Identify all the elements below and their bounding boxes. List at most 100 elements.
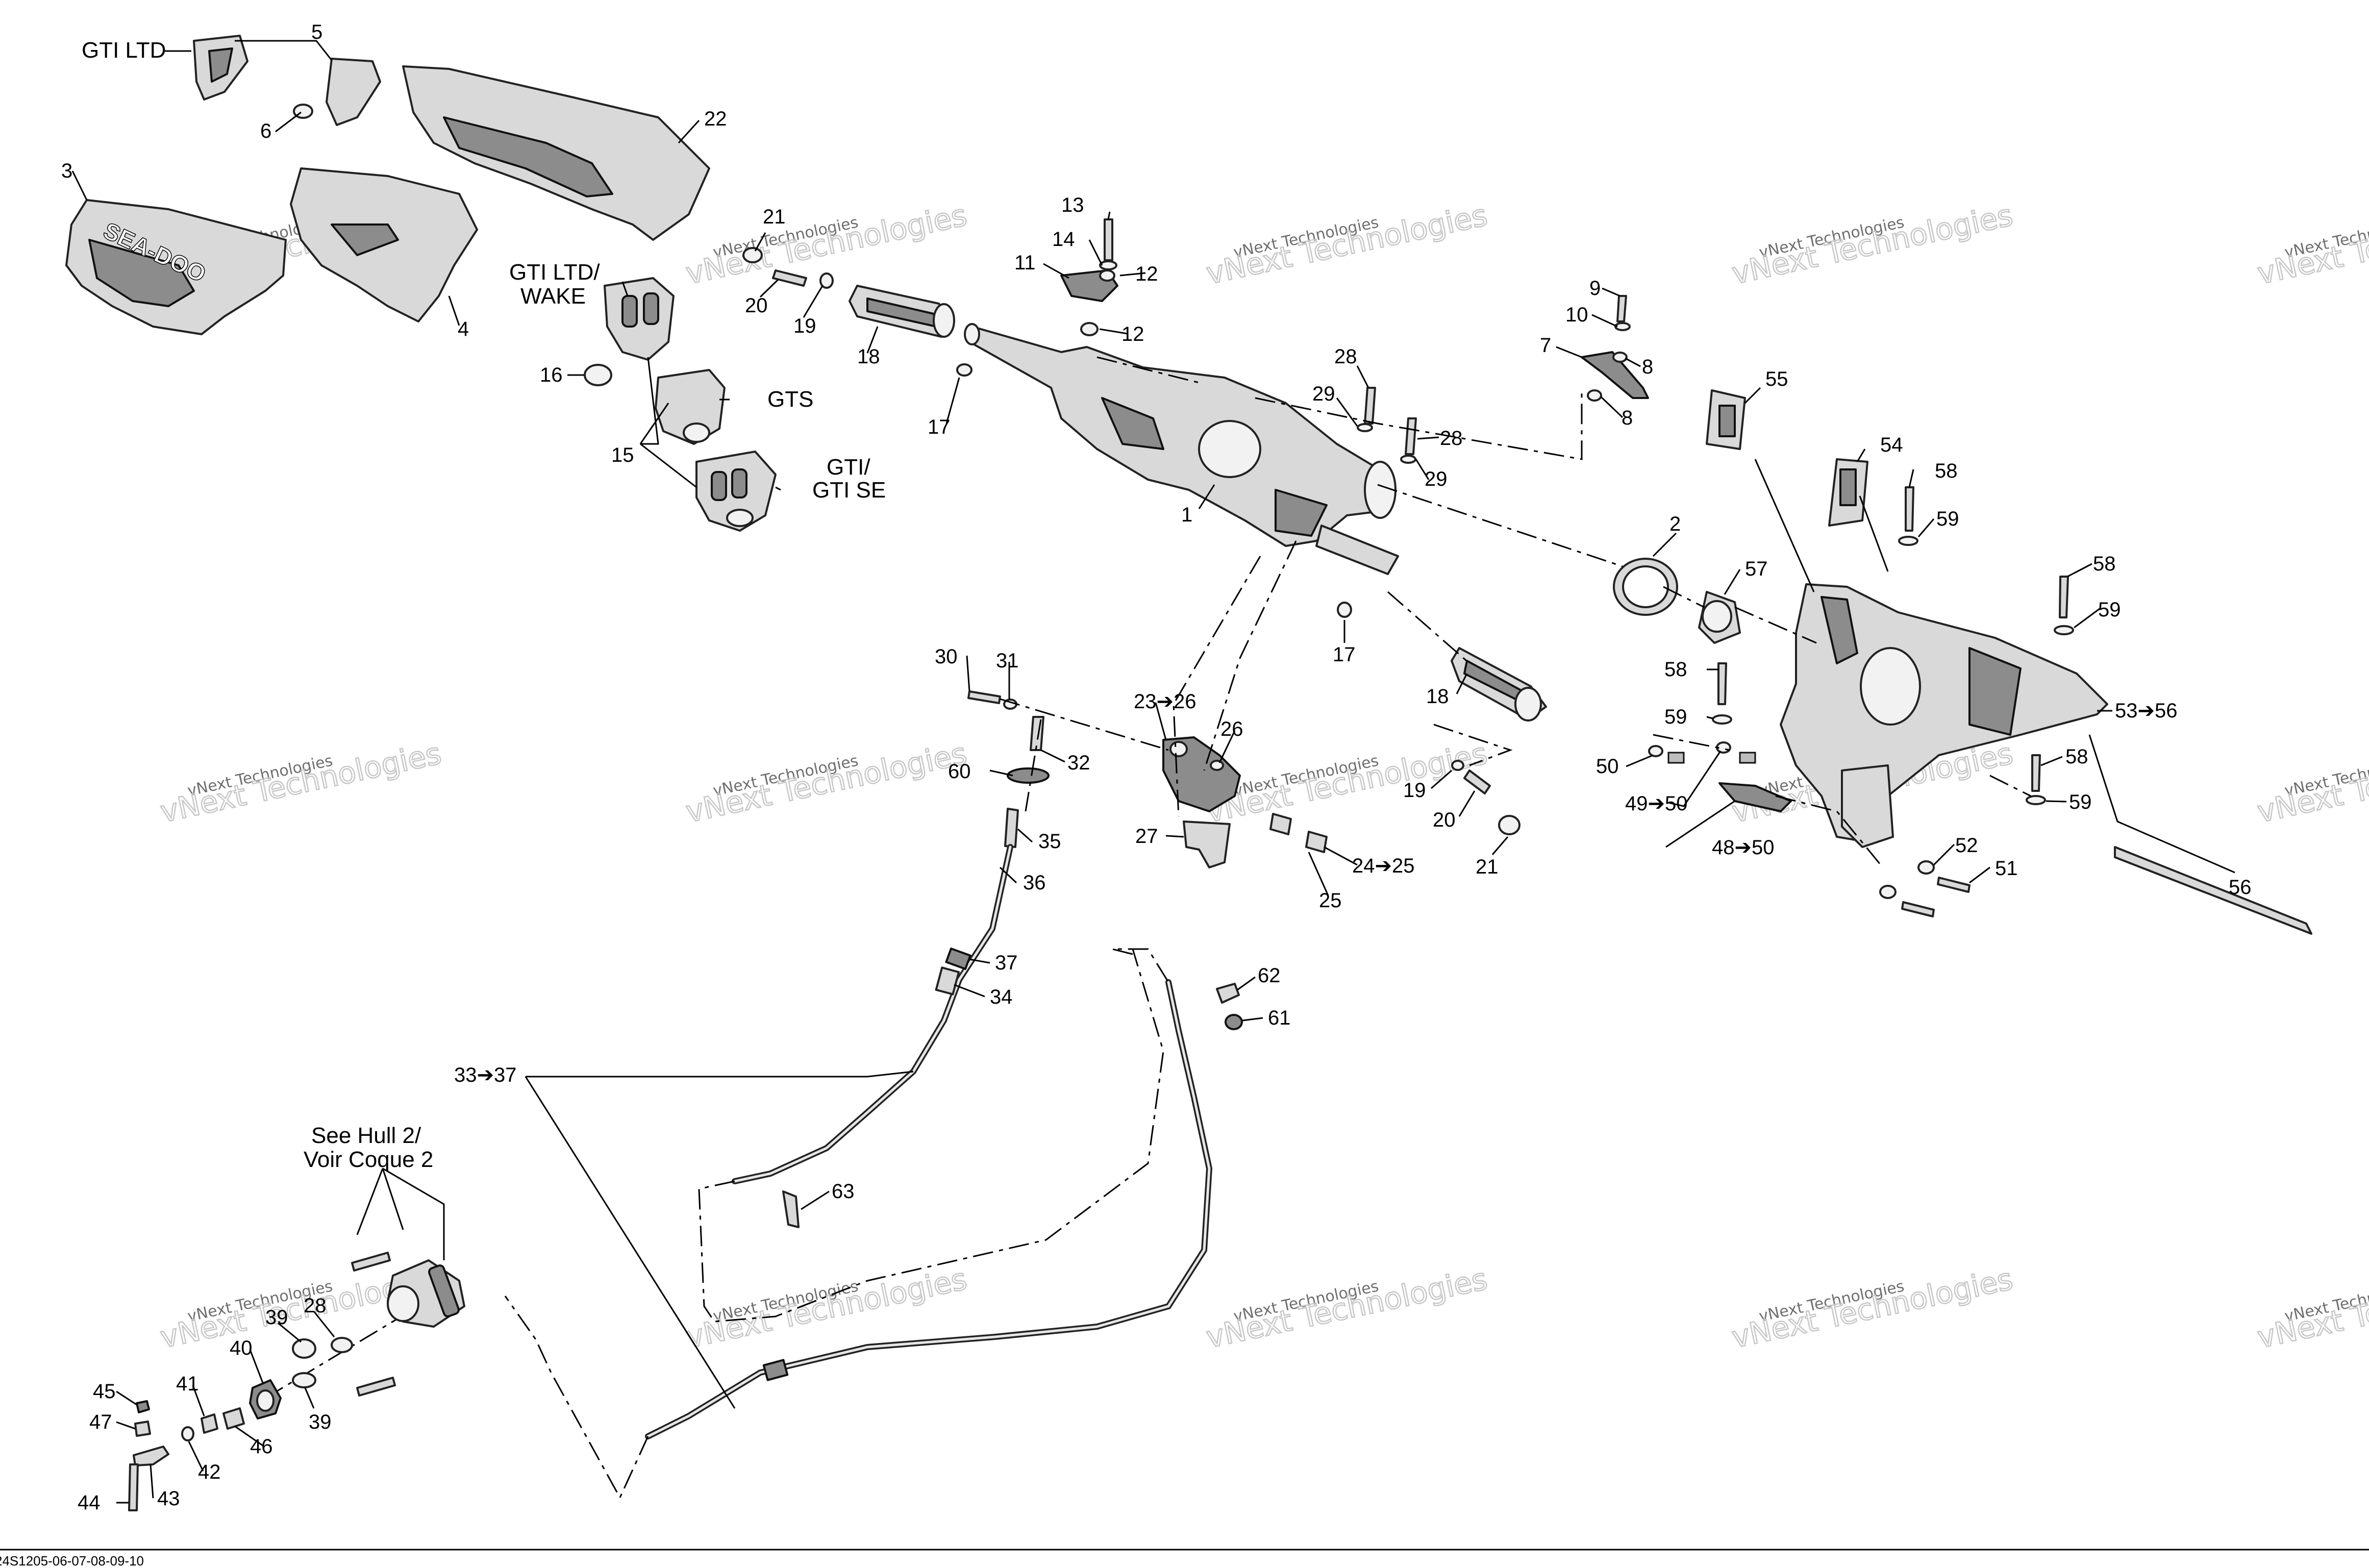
cover-right-4: [290, 167, 478, 322]
grip-18-left: [849, 285, 955, 338]
trim-strip-56: [2114, 846, 2312, 935]
callout-5: 5: [311, 21, 322, 43]
washer-19-left: [819, 272, 834, 289]
bushing-39-a: [292, 1338, 316, 1359]
throttle-cable-36: [732, 844, 1013, 1184]
callout-30: 30: [935, 645, 958, 668]
callout-29-b: 29: [1425, 468, 1448, 490]
throttle-cable-main: [645, 979, 1213, 1439]
callout-32: 32: [1067, 752, 1090, 774]
callout-43: 43: [157, 1487, 180, 1510]
lever-7: [1581, 351, 1649, 399]
plug-21-right: [1498, 815, 1520, 835]
screw-58-d: [2031, 754, 2041, 792]
top-panel-22: [402, 65, 710, 241]
callout-60: 60: [948, 760, 971, 783]
callout-54: 54: [1880, 434, 1903, 456]
callout-59-d: 59: [2069, 791, 2092, 813]
callout-27: 27: [1135, 825, 1158, 848]
cover-54: [1828, 458, 1868, 527]
nut-49-b: [1739, 752, 1756, 764]
clamp-48: [1718, 782, 1792, 812]
callout-20-left: 20: [745, 294, 768, 317]
washer-19-right: [1451, 760, 1464, 771]
bushing-46: [222, 1407, 245, 1430]
screw-58-a: [1905, 486, 1914, 532]
callout-36: 36: [1023, 872, 1046, 894]
washer-14: [1099, 260, 1117, 270]
screw-51-b: [1901, 901, 1935, 917]
screw-9: [1616, 295, 1627, 322]
screw-58-c: [1717, 662, 1727, 705]
callout-7: 7: [1540, 334, 1551, 357]
washer-42: [181, 1426, 194, 1441]
callout-28-a: 28: [1334, 345, 1357, 368]
seal-60: [1007, 767, 1050, 784]
variant-label-gti-ltd-wake-line1: GTI LTD/: [509, 260, 600, 285]
screw-20-right: [1463, 769, 1491, 794]
callout-24-25: 24➔25: [1352, 855, 1415, 877]
button-cover-5: [193, 35, 381, 126]
callout-21-left: 21: [763, 206, 786, 228]
washer-50-a: [1648, 745, 1663, 757]
callout-11: 11: [1014, 252, 1036, 274]
variant-cover-gts: [655, 369, 726, 445]
bushing-8-bottom: [1587, 389, 1602, 402]
pulley-40: [249, 1379, 282, 1420]
callout-58-b: 58: [2093, 553, 2116, 575]
callout-59-a: 59: [1936, 508, 1959, 530]
screw-13: [1104, 218, 1113, 261]
washer-17-left: [956, 363, 972, 377]
drawing-code: 24S1205-06-07-08-09-10: [0, 1553, 144, 1568]
callout-12-bottom: 12: [1121, 323, 1144, 345]
bushing-8-top: [1612, 352, 1628, 363]
cover-left-3: SEA-DOO: [65, 199, 287, 335]
bushing-12-bottom: [1080, 322, 1099, 336]
bushing-12-top: [1099, 269, 1115, 282]
callout-12-top: 12: [1135, 263, 1158, 285]
callout-9: 9: [1589, 277, 1601, 300]
screw-58-b: [2059, 576, 2069, 618]
lever-43: [133, 1446, 169, 1466]
callout-28-c: 28: [304, 1295, 327, 1317]
callout-53-56: 53➔56: [2115, 700, 2178, 722]
callout-61: 61: [1268, 1007, 1291, 1029]
washer-52-b: [1879, 885, 1897, 899]
bushings-24-25: [1269, 813, 1328, 853]
adapter-57: [1698, 591, 1741, 644]
washer-59-d: [2026, 795, 2046, 805]
callout-58-d: 58: [2065, 745, 2088, 768]
see-hull-line2: Voir Coque 2: [304, 1147, 433, 1172]
variant-label-gti-ltd-wake-line2: WAKE: [520, 284, 586, 309]
screw-see-hull-top: [351, 1252, 391, 1272]
screw-51-a: [1937, 877, 1971, 893]
ring-2: [1613, 558, 1678, 616]
screw-30: [967, 690, 1001, 704]
callout-45: 45: [93, 1380, 116, 1403]
callout-8-top: 8: [1642, 356, 1653, 378]
callout-26: 26: [1220, 718, 1243, 740]
end-35: [1004, 808, 1019, 848]
cover-55: [1706, 389, 1746, 450]
clip-27: [1183, 820, 1231, 868]
variant-label-gti-ltd: GTI LTD: [82, 38, 166, 63]
callout-57: 57: [1745, 558, 1768, 580]
sleeve-41: [201, 1413, 218, 1434]
hull-reference-note: See Hull 2/ Voir Coque 2: [304, 1123, 433, 1172]
callout-59-b: 59: [2098, 599, 2121, 621]
callout-23-26: 23➔26: [1134, 690, 1196, 713]
callout-31: 31: [996, 650, 1019, 672]
callout-25: 25: [1319, 889, 1342, 912]
callout-3: 3: [61, 160, 72, 182]
callout-41: 41: [176, 1373, 199, 1395]
screw-see-hull-bottom: [356, 1377, 396, 1397]
variant-label-gti-se-line1: GTI/: [827, 455, 870, 480]
callout-34: 34: [990, 986, 1013, 1008]
callout-63: 63: [832, 1180, 855, 1203]
bolt-44: [128, 1463, 139, 1511]
washer-29-a: [1357, 423, 1373, 432]
clip-63: [782, 1190, 800, 1228]
nut-49-a: [1667, 752, 1685, 764]
washer-17-right: [1337, 602, 1352, 618]
